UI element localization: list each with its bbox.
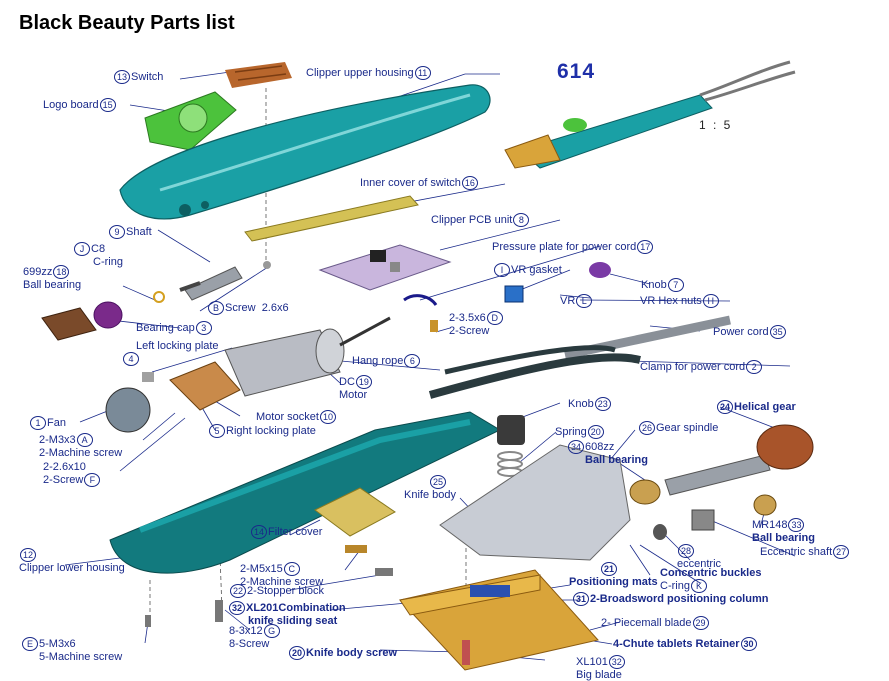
positioning-mats-part — [470, 585, 510, 597]
bearing-cap-part — [41, 307, 97, 341]
machine-screw-c-part — [345, 545, 367, 553]
knife-body-screw-part — [462, 640, 470, 665]
screw-g-part — [215, 600, 223, 622]
ball-bearing-33-part — [753, 494, 777, 516]
knob-7-part — [589, 262, 611, 278]
ball-bearing-18-part — [93, 301, 123, 329]
motor-socket-part — [169, 361, 241, 411]
machine-screw-e-part — [145, 615, 151, 627]
screw-d-part — [430, 320, 438, 332]
c-ring-part — [153, 291, 165, 303]
gear-spindle-part — [664, 454, 771, 496]
eccentric-shaft-part — [691, 509, 715, 531]
helical-gear-part — [756, 424, 814, 470]
stopper-block-part — [375, 568, 393, 576]
logo-board-part — [144, 91, 237, 151]
knob-23-part — [497, 415, 525, 445]
shaft-part — [179, 266, 243, 301]
page-title: Black Beauty Parts list — [19, 12, 235, 34]
scale-label: 1 : 5 — [699, 118, 733, 132]
hang-rope-part — [428, 345, 641, 399]
upper-housing-part — [119, 84, 491, 220]
eccentric-part — [653, 524, 667, 540]
fan-part — [105, 387, 151, 433]
filter-cover-part — [314, 487, 396, 537]
screw-b-part — [263, 261, 271, 269]
left-locking-plate-part — [142, 372, 154, 382]
label-concentric-buckles: Concentric buckles — [660, 567, 762, 579]
switch-part — [225, 62, 292, 88]
pressure-plate-part — [403, 294, 438, 306]
assembled-clipper-part — [504, 60, 796, 169]
model-number: 614 — [557, 60, 596, 83]
inner-cover-part — [244, 195, 419, 242]
ball-bearing-34-part — [629, 479, 661, 505]
vr-part — [504, 285, 524, 303]
leader-lines — [64, 71, 796, 661]
lower-housing-part — [109, 411, 502, 574]
knife-body-part — [439, 444, 631, 561]
pcb-part — [318, 244, 452, 291]
motor-part — [224, 316, 391, 397]
